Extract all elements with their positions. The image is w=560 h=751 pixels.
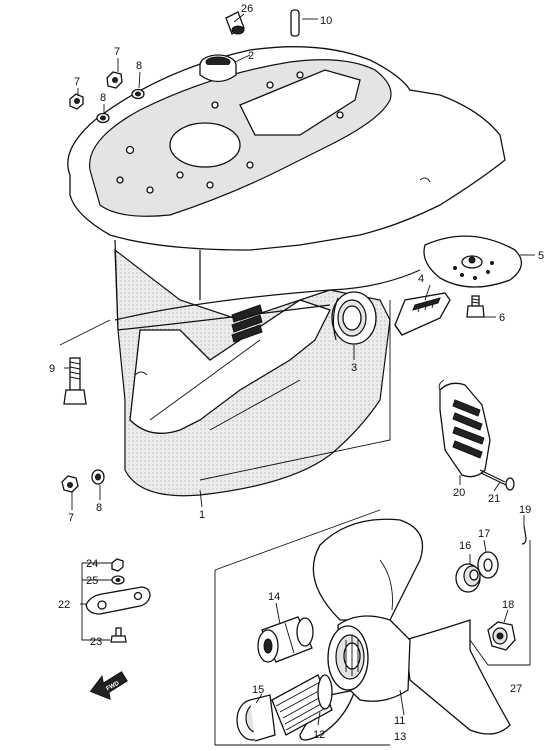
propeller-bushing: [257, 616, 314, 663]
thrust-washer: [477, 551, 499, 579]
label-4: 4: [418, 273, 424, 285]
label-19: 19: [519, 504, 531, 516]
label-8c: 8: [96, 502, 102, 514]
bolt: [63, 357, 87, 405]
label-5: 5: [538, 250, 544, 262]
dowel-pin: [290, 9, 300, 37]
label-8b: 8: [100, 92, 106, 104]
leader-lines: [59, 13, 535, 746]
oil-seal: [199, 54, 237, 83]
nut-lower: [61, 475, 79, 493]
label-12: 12: [313, 729, 325, 741]
water-strainer: [394, 292, 451, 336]
label-25: 25: [86, 575, 98, 587]
label-8a: 8: [136, 60, 142, 72]
label-17: 17: [478, 528, 490, 540]
label-18: 18: [502, 599, 514, 611]
trim-tab-plate: [423, 235, 522, 288]
washer-25: [111, 575, 125, 585]
label-6: 6: [499, 312, 505, 324]
nut-top-2: [69, 93, 84, 110]
bushing: [225, 11, 245, 35]
label-1: 1: [199, 509, 205, 521]
spline-sleeve: [271, 674, 333, 736]
cotter-pin: [521, 525, 527, 545]
label-23: 23: [90, 636, 102, 648]
spacer: [455, 563, 481, 593]
propeller: [299, 518, 511, 741]
nut-24: [111, 558, 124, 572]
label-7c: 7: [68, 512, 74, 524]
washer-lower: [91, 469, 105, 485]
label-22: 22: [58, 599, 70, 611]
label-24: 24: [86, 558, 98, 570]
label-14: 14: [268, 591, 280, 603]
label-10: 10: [320, 15, 332, 27]
label-27: 27: [510, 683, 522, 695]
label-9: 9: [49, 363, 55, 375]
label-15: 15: [252, 684, 264, 696]
bearing: [331, 291, 377, 345]
propeller-nut: [487, 621, 516, 651]
label-13: 13: [394, 731, 406, 743]
gear-case-housing: [67, 46, 506, 497]
plate-22: [85, 586, 151, 615]
screw: [466, 295, 485, 318]
water-inlet-cover: [438, 379, 491, 478]
washer-top-2: [96, 112, 110, 124]
label-3: 3: [351, 362, 357, 374]
fwd-arrow-icon: FWD: [89, 671, 128, 700]
label-7a: 7: [114, 46, 120, 58]
washer-top-1: [131, 88, 145, 100]
label-20: 20: [453, 487, 465, 499]
label-2: 2: [248, 50, 254, 62]
part-labels: 26 2 10 7 8 7 8 5 4 6 3 9 7 8 1 20 21 19…: [49, 3, 544, 743]
label-21: 21: [488, 493, 500, 505]
thrust-hub: [236, 694, 276, 742]
label-16: 16: [459, 540, 471, 552]
screw-23: [110, 627, 127, 643]
label-26: 26: [241, 3, 253, 15]
label-7b: 7: [74, 76, 80, 88]
label-11: 11: [394, 715, 405, 727]
cover-screw: [479, 469, 515, 491]
water-intake-slots: [231, 304, 263, 343]
nut-top-1: [106, 71, 123, 89]
